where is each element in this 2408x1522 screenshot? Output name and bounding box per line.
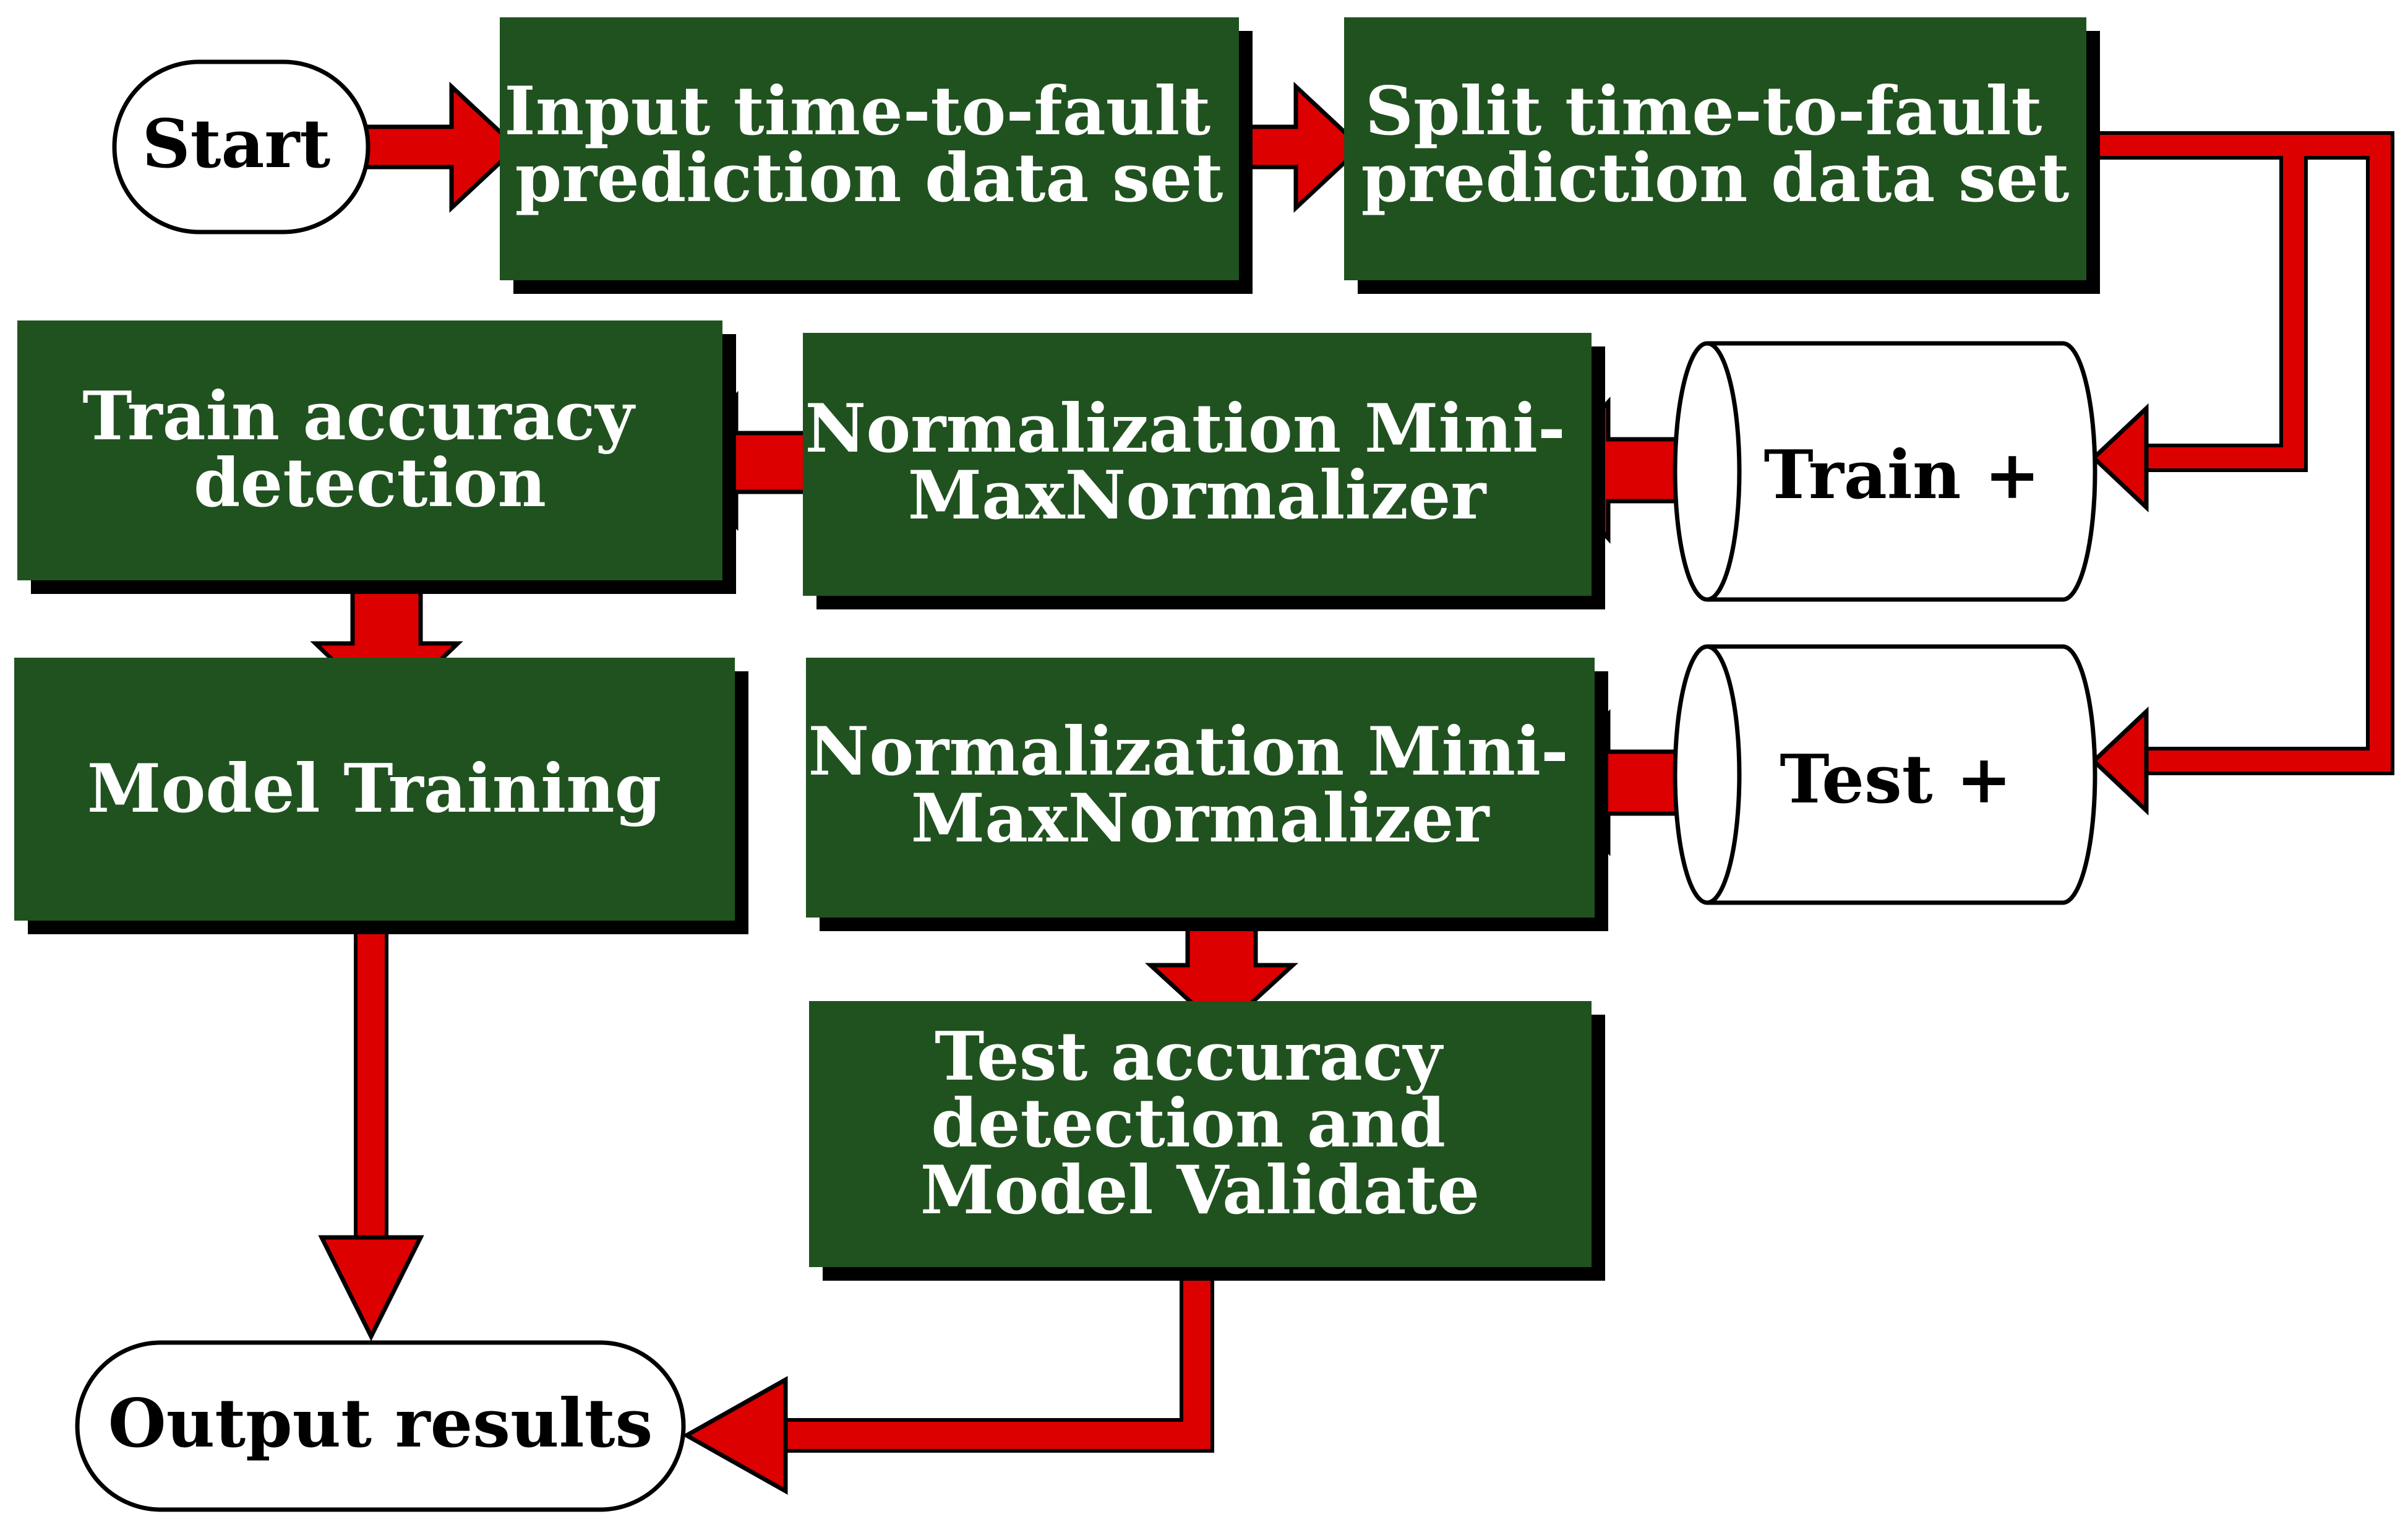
connector-test-to-output-fill [782, 1268, 1210, 1449]
connector-heads [318, 403, 2149, 1495]
terminal-start: Start [112, 59, 371, 234]
test-accuracy-line-1: Test accuracy [935, 1018, 1444, 1096]
svg-text:Normalization Mini- MaxN: Normalization Mini- MaxNormalizer [808, 713, 1592, 858]
arrowhead-to-output-from-test [682, 1376, 788, 1495]
svg-text:Input time-to-fault pred: Input time-to-fault prediction data set [504, 72, 1234, 217]
database-test: Test + [1673, 644, 2097, 905]
input-line-1: Input time-to-fault [504, 72, 1210, 150]
svg-text:Split time-to-fault pred: Split time-to-fault prediction data set [1361, 72, 2070, 217]
start-label: Start [142, 105, 331, 183]
norm-test-line-1: Normalization Mini- [808, 713, 1569, 791]
connector-split-to-train-fill [2094, 135, 2304, 468]
process-test-accuracy: Test accuracy detection and Model Valida… [809, 1001, 1605, 1281]
terminal-output: Output results [75, 1340, 686, 1512]
process-input: Input time-to-fault prediction data set [500, 17, 1253, 294]
norm-train-line-2: MaxNormalizer [908, 457, 1488, 535]
norm-train-line-1: Normalization Mini- [805, 390, 1566, 468]
process-split: Split time-to-fault prediction data set [1344, 17, 2100, 294]
test-accuracy-line-3: Model Validate [920, 1151, 1480, 1229]
process-norm-train: Normalization Mini- MaxNormalizer [803, 333, 1605, 609]
test-accuracy-line-2: detection and [931, 1085, 1446, 1163]
process-norm-test: Normalization Mini- MaxNormalizer [806, 658, 1608, 931]
arrowhead-to-test-data [2090, 706, 2149, 816]
train-accuracy-line-1: Train accuracy [82, 377, 636, 455]
arrowhead-to-output-from-training [318, 1235, 424, 1341]
svg-text:Train accuracy detection: Train accuracy detection [82, 377, 658, 522]
process-train-accuracy: Train accuracy detection [17, 320, 736, 594]
process-model-training: Model Training [14, 658, 748, 934]
database-train: Train + [1673, 341, 2097, 602]
arrow-start-to-input [362, 81, 520, 213]
train-accuracy-line-2: detection [194, 444, 546, 522]
connector-split-to-train [2094, 131, 2308, 472]
arrowhead-to-train-data [2090, 403, 2149, 513]
split-line-2: prediction data set [1361, 139, 2070, 217]
model-training-line-1: Model Training [87, 750, 661, 828]
connector-test-to-output [782, 1268, 1214, 1453]
split-line-1: Split time-to-fault [1365, 72, 2042, 150]
svg-text:Test accuracy detection: Test accuracy detection and Model Valida… [920, 1018, 1480, 1229]
input-line-2: prediction data set [515, 139, 1223, 217]
output-label: Output results [108, 1385, 653, 1463]
train-data-label: Train + [1763, 436, 2040, 514]
connector-split-to-test-fill [2094, 135, 2391, 772]
svg-text:Normalization Mini- MaxN: Normalization Mini- MaxNormalizer [805, 390, 1589, 535]
norm-test-line-2: MaxNormalizer [911, 780, 1491, 858]
connectors [354, 131, 2394, 1453]
svg-text:Model Training: Model Training [87, 750, 661, 828]
test-data-label: Test + [1780, 741, 2012, 819]
